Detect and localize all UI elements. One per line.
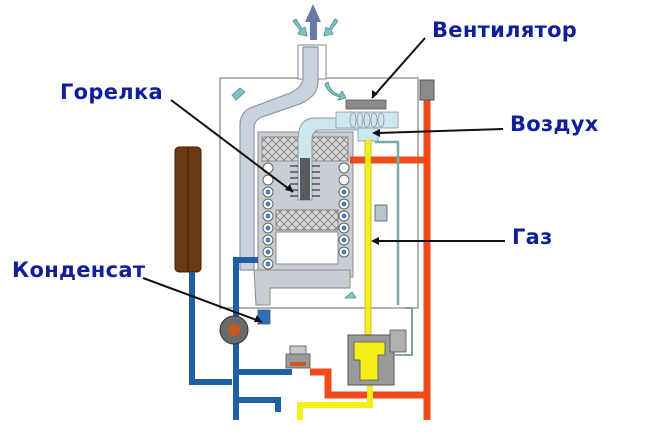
- air-arrowhead-icon: [372, 129, 380, 137]
- label-gas: Газ: [512, 225, 553, 249]
- exhaust-arrow-icon: [305, 4, 321, 40]
- burner-leader: [170, 99, 294, 193]
- fan-leader: [371, 37, 426, 99]
- pressure-line: [375, 140, 400, 305]
- gas-arrowhead-icon: [371, 237, 379, 245]
- label-burner: Горелка: [60, 80, 163, 104]
- gas-valve: [347, 329, 407, 386]
- label-fan: Вентилятор: [432, 18, 578, 42]
- pump: [219, 315, 249, 345]
- cold-water-pipe: [189, 257, 292, 420]
- condensate-arrowhead-icon: [254, 315, 262, 322]
- combustion-chamber: [253, 117, 366, 325]
- label-air: Воздух: [510, 112, 599, 136]
- pressure-sensor: [374, 204, 388, 222]
- relief-valve: [285, 345, 311, 369]
- label-condensate: Конденсат: [12, 258, 146, 282]
- air-leader: [376, 128, 504, 134]
- leader-lines: [142, 37, 505, 323]
- condensate-leader: [142, 277, 263, 323]
- burner-arrowhead-icon: [285, 184, 293, 192]
- fan-arrowhead-icon: [372, 90, 378, 98]
- air-vent: [419, 79, 435, 101]
- hot-water-pipe: [310, 100, 431, 420]
